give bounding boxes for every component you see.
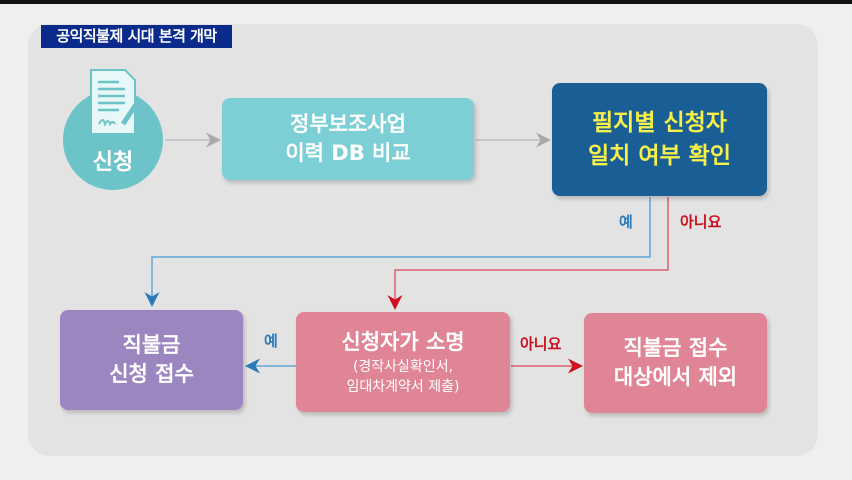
exclude-line1: 직불금 접수 [623,336,728,360]
headline-badge: 공익직불제 시대 본격 개막 [41,25,232,48]
apply-label: 신청 [92,150,134,175]
top-bar [0,0,852,4]
document-pen-icon [90,69,139,135]
check-line1: 필지별 신청자 [592,109,727,136]
yes-label-1: 예 [619,213,633,231]
arrow-no-explain [387,197,669,310]
check-line2: 일치 여부 확인 [588,142,731,169]
arrow-yes-accept [144,197,651,307]
explain-line3: 임대차계약서 제출) [346,378,460,395]
compare-line1: 정부보조사업 [290,112,406,136]
compare-line2: 이력 DB 비교 [285,141,411,165]
explain-box: 신청자가 소명 (경작사실확인서, 임대차계약서 제출) [296,312,510,412]
exclude-box: 직불금 접수 대상에서 제외 [584,313,767,413]
no-label-1: 아니요 [680,213,722,231]
yes-label-2: 예 [264,332,278,350]
explain-line1: 신청자가 소명 [341,329,465,354]
db-compare-box: 정부보조사업 이력 DB 비교 [222,98,474,180]
exclude-line2: 대상에서 제외 [613,365,738,389]
accept-line1: 직불금 [122,333,181,357]
no-label-2: 아니요 [520,335,562,353]
accept-line2: 신청 접수 [109,362,194,386]
accept-box: 직불금 신청 접수 [60,310,243,410]
owner-check-box: 필지별 신청자 일치 여부 확인 [552,83,767,196]
explain-line2: (경작사실확인서, [352,358,454,375]
